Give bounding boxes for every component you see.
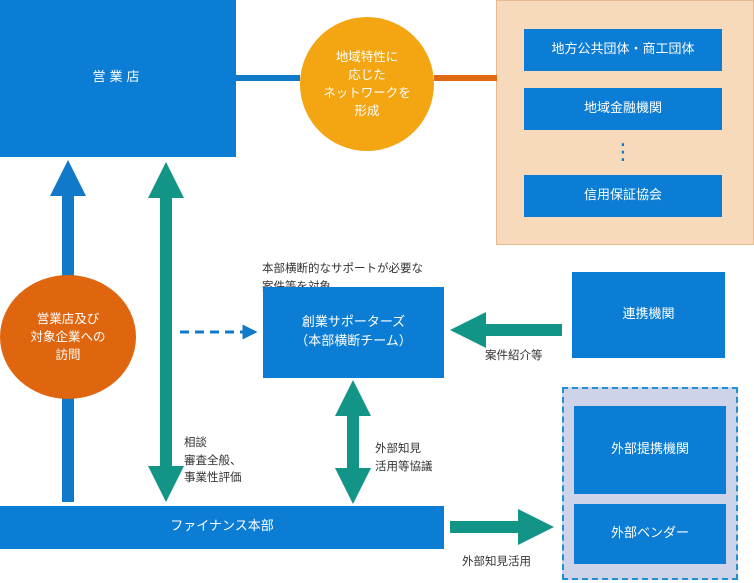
partner-org-label: 連携機関 [622,306,675,322]
supporters-box: 創業サポーターズ （本部横断チーム） [263,287,444,378]
consultation-note: 相談 審査全般、 事業性評価 [184,417,242,486]
network-circle-label: 地域特性に 応じた ネットワークを 形成 [323,48,411,119]
partner-org-box: 連携機関 [572,272,725,358]
local-gov-label: 地方公共団体・商工団体 [551,41,695,57]
external-partner-box: 外部提携機関 [574,406,726,494]
external-knowledge-use-text: 外部知見活用 [462,554,531,568]
credit-guarantee-box: 信用保証協会 [524,175,722,217]
external-knowledge-consult-text: 外部知見 活用等協議 [375,441,433,473]
ellipsis-marker: ⋮ [610,136,636,170]
visit-circle-label: 営業店及び 対象企業への 訪問 [30,310,106,363]
external-knowledge-consult-note: 外部知見 活用等協議 [375,423,433,475]
visit-circle: 営業店及び 対象企業への 訪問 [0,275,136,399]
sales-office-box: 営業店 [0,0,236,157]
external-vendor-box: 外部ベンダー [574,504,726,564]
consultation-text: 相談 審査全般、 事業性評価 [184,435,242,484]
sales-office-label: 営業店 [92,70,144,86]
case-referral-note: 案件紹介等 [485,347,543,364]
finance-hq-box: ファイナンス本部 [0,506,444,549]
ellipsis-text: ⋮ [612,140,634,165]
external-vendor-label: 外部ベンダー [610,525,689,541]
external-knowledge-use-note: 外部知見活用 [462,553,531,570]
finance-hq-label: ファイナンス本部 [170,519,274,535]
regional-finance-box: 地域金融機関 [524,88,722,130]
case-referral-text: 案件紹介等 [485,348,543,362]
regional-finance-label: 地域金融機関 [583,100,662,116]
local-gov-box: 地方公共団体・商工団体 [524,29,722,71]
supporters-label: 創業サポーターズ （本部横断チーム） [295,314,412,349]
network-circle: 地域特性に 応じた ネットワークを 形成 [300,17,434,151]
external-partner-label: 外部提携機関 [610,441,689,457]
credit-guarantee-label: 信用保証協会 [583,187,662,203]
